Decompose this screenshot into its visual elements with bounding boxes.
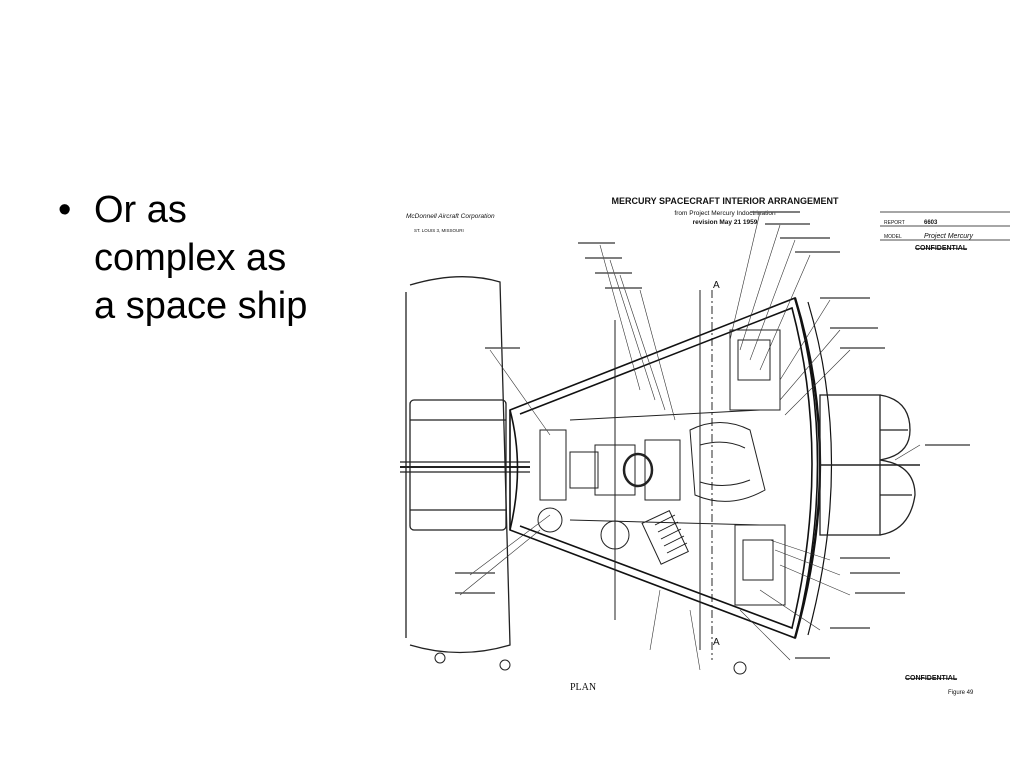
bullet-item: • Or as complex as a space ship xyxy=(58,186,378,330)
instrument-panel-hatch xyxy=(654,514,688,554)
company-city: ST. LOUIS 3, MISSOURI xyxy=(414,228,464,233)
drawing-revision: revision May 21 1959 xyxy=(693,219,758,226)
report-number: 6603 xyxy=(924,220,938,226)
confidential-stamp-top: CONFIDENTIAL xyxy=(915,245,968,252)
nose-section xyxy=(819,394,920,536)
callout-leaders xyxy=(459,211,921,671)
bullet-line-1: Or as xyxy=(94,189,187,231)
capsule-cone xyxy=(509,296,833,640)
view-label-plan: PLAN xyxy=(570,682,596,693)
bullet-glyph: • xyxy=(58,189,72,231)
bottom-fittings xyxy=(434,652,747,675)
adapter-outline xyxy=(400,276,530,654)
bullet-list: • Or as complex as a space ship xyxy=(58,186,378,330)
company-logo: McDonnell Aircraft Corporation xyxy=(406,213,495,220)
spacecraft-diagram: MERCURY SPACECRAFT INTERIOR ARRANGEMENT … xyxy=(400,190,1010,700)
model-value: Project Mercury xyxy=(924,233,974,240)
model-label: MODEL xyxy=(884,234,902,240)
interior-components xyxy=(537,290,786,650)
confidential-stamp-bottom: CONFIDENTIAL xyxy=(905,675,958,682)
callout-label-strokes xyxy=(455,211,970,659)
report-label: REPORT xyxy=(884,220,905,226)
figure-label: Figure 49 xyxy=(948,690,974,696)
bullet-line-3: a space ship xyxy=(94,285,308,327)
drawing-title: MERCURY SPACECRAFT INTERIOR ARRANGEMENT xyxy=(611,196,839,206)
spacecraft-drawing-svg: MERCURY SPACECRAFT INTERIOR ARRANGEMENT … xyxy=(400,196,1010,696)
section-marker-bottom: A xyxy=(713,637,720,648)
section-marker-top: A xyxy=(713,280,720,291)
bullet-line-2: complex as xyxy=(94,237,287,279)
drawing-subtitle: from Project Mercury Indoctrination xyxy=(674,210,776,217)
